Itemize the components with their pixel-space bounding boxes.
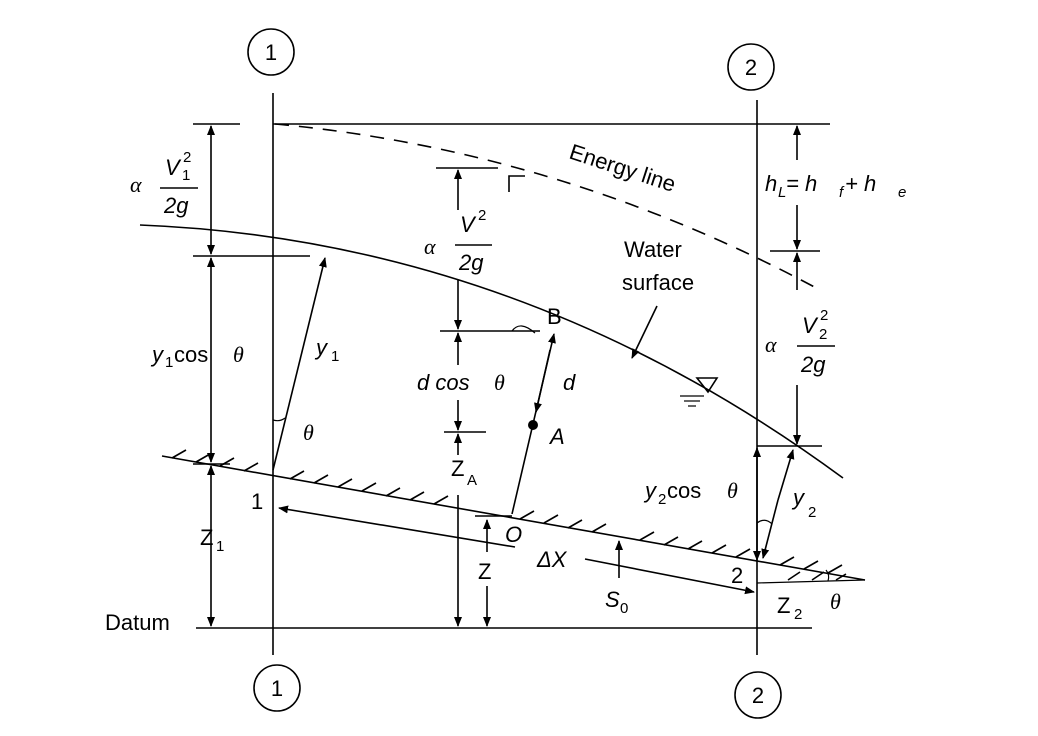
svg-text:α: α — [424, 234, 436, 259]
bed-point-2: 2 — [731, 563, 743, 588]
velocity-head-mid-label: α V 2 2g — [424, 207, 492, 275]
svg-text:2: 2 — [808, 504, 816, 521]
za-label: Z A — [451, 456, 477, 489]
delta-x-label: ΔX — [536, 547, 568, 572]
svg-text:Z: Z — [777, 593, 790, 618]
section-marker-bottom-left: 1 — [253, 664, 301, 712]
svg-text:L: L — [778, 184, 786, 201]
z2-label: Z 2 — [777, 593, 802, 623]
svg-text:V: V — [802, 313, 819, 338]
velocity-head-1-label: α V 2 1 2g — [130, 149, 198, 218]
normal-depth-1 — [272, 257, 327, 471]
svg-text:y: y — [791, 485, 806, 510]
svg-text:2: 2 — [478, 207, 486, 224]
svg-text:+ h: + h — [845, 171, 876, 196]
angle-arc-bed — [825, 569, 830, 582]
point-a-label: A — [548, 424, 565, 449]
svg-text:α: α — [765, 332, 777, 357]
z1-label: Z 1 — [200, 525, 224, 555]
angle-arc-2 — [756, 519, 773, 525]
svg-text:1: 1 — [271, 676, 283, 701]
bed-angle-hatch — [787, 571, 847, 581]
delta-x-arrow-right — [584, 558, 755, 595]
svg-text:0: 0 — [620, 600, 628, 617]
svg-text:2g: 2g — [163, 193, 189, 218]
theta-1-label: θ — [303, 420, 314, 445]
svg-text:y: y — [150, 342, 165, 367]
section-marker-top-right: 2 — [727, 43, 775, 91]
svg-text:θ: θ — [233, 342, 244, 367]
svg-text:1: 1 — [216, 538, 224, 555]
svg-text:2: 2 — [819, 326, 827, 343]
channel-bed — [161, 455, 866, 581]
depth-d-arrow-down — [534, 349, 551, 413]
svg-text:2: 2 — [745, 55, 757, 80]
svg-text:2: 2 — [752, 683, 764, 708]
delta-x-arrow-left — [278, 505, 516, 548]
angle-arc-b — [511, 325, 536, 334]
svg-text:e: e — [898, 184, 906, 201]
svg-text:2g: 2g — [800, 352, 826, 377]
depth-d-label: d — [563, 370, 576, 395]
normal-depth-2-arrow-down — [761, 499, 779, 559]
d-cos-label: d cos θ — [417, 370, 505, 395]
water-surface-label-line1: Water — [624, 237, 682, 262]
water-surface-pointer — [631, 305, 658, 359]
svg-text:2: 2 — [183, 149, 191, 166]
section-marker-bottom-right: 2 — [734, 671, 782, 719]
y2-label: y 2 — [791, 485, 816, 521]
svg-text:α: α — [130, 172, 142, 197]
svg-text:cos: cos — [667, 478, 701, 503]
section-marker-top-left: 1 — [247, 28, 295, 76]
svg-text:V: V — [165, 155, 182, 180]
svg-text:y: y — [314, 335, 329, 360]
svg-text:y: y — [643, 478, 658, 503]
water-surface-curve — [139, 224, 844, 479]
svg-text:2: 2 — [658, 491, 666, 508]
svg-text:cos: cos — [174, 342, 208, 367]
svg-text:A: A — [467, 472, 477, 489]
point-a-dot — [528, 420, 538, 430]
svg-text:f: f — [839, 184, 845, 201]
velocity-head-2-label: α V 2 2 2g — [765, 307, 835, 377]
s0-label: S 0 — [605, 587, 628, 617]
svg-text:d cos: d cos — [417, 370, 470, 395]
svg-text:Z: Z — [200, 525, 213, 550]
y1-label: y 1 — [314, 335, 339, 365]
z-label: Z — [478, 559, 491, 584]
svg-text:V: V — [460, 212, 477, 237]
z2-guide — [756, 579, 866, 584]
depth-cos-2-label: y 2 cos θ — [643, 478, 738, 508]
svg-text:2: 2 — [820, 307, 828, 324]
svg-text:θ: θ — [727, 478, 738, 503]
energy-line-marker — [508, 175, 525, 192]
bed-hatching — [171, 449, 843, 574]
svg-text:2: 2 — [794, 606, 802, 623]
svg-text:1: 1 — [182, 167, 190, 184]
theta-bed-label: θ — [830, 589, 841, 614]
energy-line — [274, 123, 821, 291]
svg-text:S: S — [605, 587, 620, 612]
datum-label: Datum — [105, 610, 170, 635]
svg-text:Z: Z — [451, 456, 464, 481]
svg-text:1: 1 — [165, 354, 173, 371]
svg-text:h: h — [765, 171, 777, 196]
head-loss-label: h L = h f + h e — [765, 171, 906, 201]
point-b-label: B — [547, 304, 562, 329]
normal-depth-2-arrow-up — [777, 449, 795, 501]
svg-text:1: 1 — [331, 348, 339, 365]
svg-text:= h: = h — [786, 171, 817, 196]
water-surface-label-line2: surface — [622, 270, 694, 295]
depth-cos-1-label: y 1 cos θ — [150, 342, 244, 371]
svg-text:θ: θ — [494, 370, 505, 395]
point-o-label: O — [505, 522, 522, 547]
water-surface-symbol — [680, 377, 719, 407]
svg-text:2g: 2g — [458, 250, 484, 275]
angle-arc-1 — [272, 417, 286, 422]
svg-text:1: 1 — [265, 40, 277, 65]
bed-point-1: 1 — [251, 489, 263, 514]
